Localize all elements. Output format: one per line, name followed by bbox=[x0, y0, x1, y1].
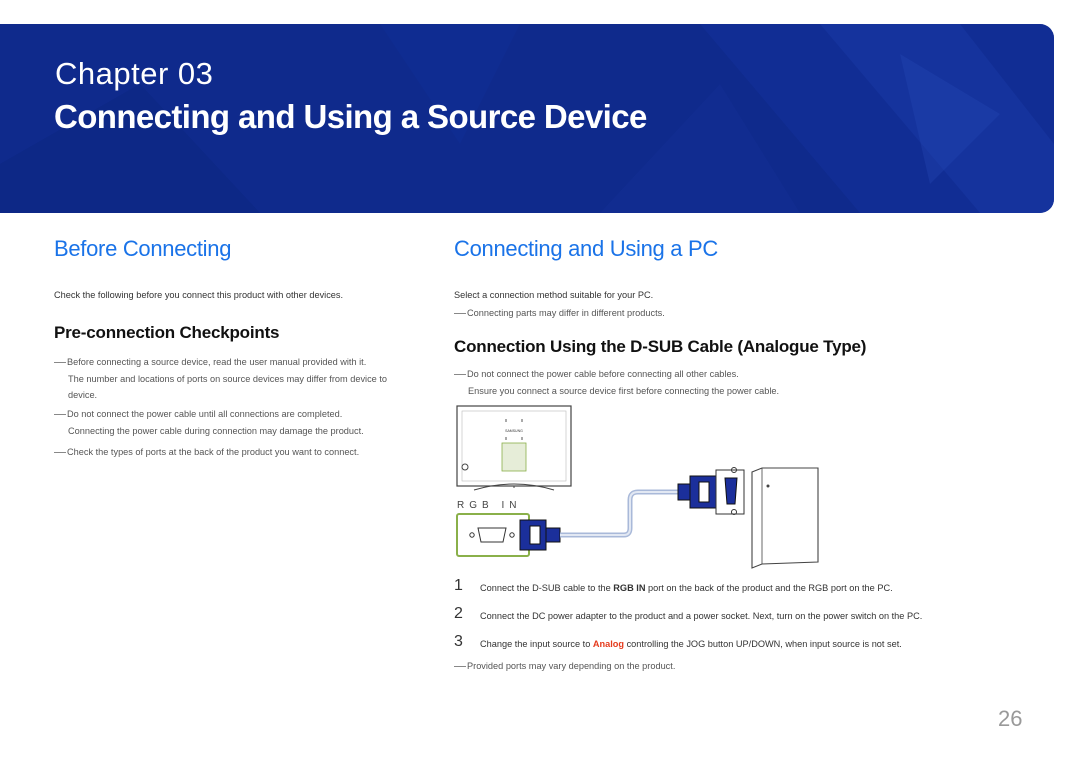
page-number: 26 bbox=[998, 706, 1023, 731]
dsub-connector-pc bbox=[677, 467, 745, 515]
chapter-label: Chapter 03 bbox=[55, 56, 214, 91]
step-analog-term: Analog bbox=[592, 639, 625, 649]
dsub-connector-monitor bbox=[519, 519, 561, 551]
note-text: Do not connect the power cable before co… bbox=[467, 369, 739, 379]
step-port-name: RGB IN bbox=[613, 583, 646, 593]
footer-note: Provided ports may vary depending on the… bbox=[454, 658, 675, 675]
note-dash bbox=[54, 362, 66, 364]
note-dash bbox=[54, 414, 66, 416]
note-text: Provided ports may vary depending on the… bbox=[467, 661, 676, 671]
note-text: Check the types of ports at the back of … bbox=[67, 447, 360, 457]
checkpoint-note-2: Do not connect the power cable until all… bbox=[54, 406, 434, 439]
note-dash bbox=[454, 313, 466, 315]
rgb-in-label: RGB IN bbox=[457, 500, 521, 511]
step-text: port on the back of the product and the … bbox=[645, 583, 893, 593]
checkpoint-note-3: Check the types of ports at the back of … bbox=[54, 444, 434, 461]
rgb-in-port-illustration bbox=[456, 513, 530, 557]
checkpoint-note-1: Before connecting a source device, read … bbox=[54, 354, 434, 404]
note-text: Connecting the power cable during connec… bbox=[68, 425, 364, 436]
before-connecting-heading: Before Connecting bbox=[54, 236, 232, 261]
note-text: Ensure you connect a source device first… bbox=[468, 385, 780, 396]
banner-pattern bbox=[0, 24, 1054, 213]
step-text: Connect the D-SUB cable to the bbox=[480, 583, 614, 593]
note-text: Do not connect the power cable until all… bbox=[67, 409, 343, 419]
monitor-illustration: SAMSUNG bbox=[456, 405, 572, 491]
step-number: 3 bbox=[454, 633, 463, 650]
dsub-note: Do not connect the power cable before co… bbox=[454, 366, 779, 399]
connecting-pc-intro-note: Connecting parts may differ in different… bbox=[454, 305, 665, 322]
connection-diagram: SAMSUNG RGB IN bbox=[456, 405, 819, 569]
note-dash bbox=[454, 666, 466, 668]
step-number: 2 bbox=[454, 605, 463, 622]
note-text: The number and locations of ports on sou… bbox=[68, 373, 388, 384]
chapter-banner: Chapter 03 Connecting and Using a Source… bbox=[0, 24, 1054, 213]
note-text: device. bbox=[68, 390, 98, 401]
note-text: Before connecting a source device, read … bbox=[67, 357, 367, 367]
cable-line-highlight bbox=[560, 491, 678, 536]
step-text: Change the input source to bbox=[480, 639, 593, 649]
dsub-heading: Connection Using the D-SUB Cable (Analog… bbox=[454, 337, 867, 356]
note-text: Connecting parts may differ in different… bbox=[467, 308, 665, 318]
chapter-title: Connecting and Using a Source Device bbox=[54, 98, 647, 135]
before-connecting-intro: Check the following before you connect t… bbox=[54, 290, 344, 300]
connecting-pc-heading: Connecting and Using a PC bbox=[454, 236, 718, 261]
cable-line bbox=[560, 489, 678, 538]
step-text: controlling the JOG button UP/DOWN, when… bbox=[624, 639, 902, 649]
pc-tower-illustration bbox=[751, 467, 819, 569]
step-number: 1 bbox=[454, 577, 463, 594]
step-text: Connect the DC power adapter to the prod… bbox=[480, 611, 923, 621]
note-dash bbox=[54, 452, 66, 454]
connecting-pc-intro: Select a connection method suitable for … bbox=[454, 290, 654, 300]
note-dash bbox=[454, 374, 466, 376]
pre-connection-heading: Pre-connection Checkpoints bbox=[54, 323, 280, 342]
brand-text: SAMSUNG bbox=[505, 429, 523, 433]
